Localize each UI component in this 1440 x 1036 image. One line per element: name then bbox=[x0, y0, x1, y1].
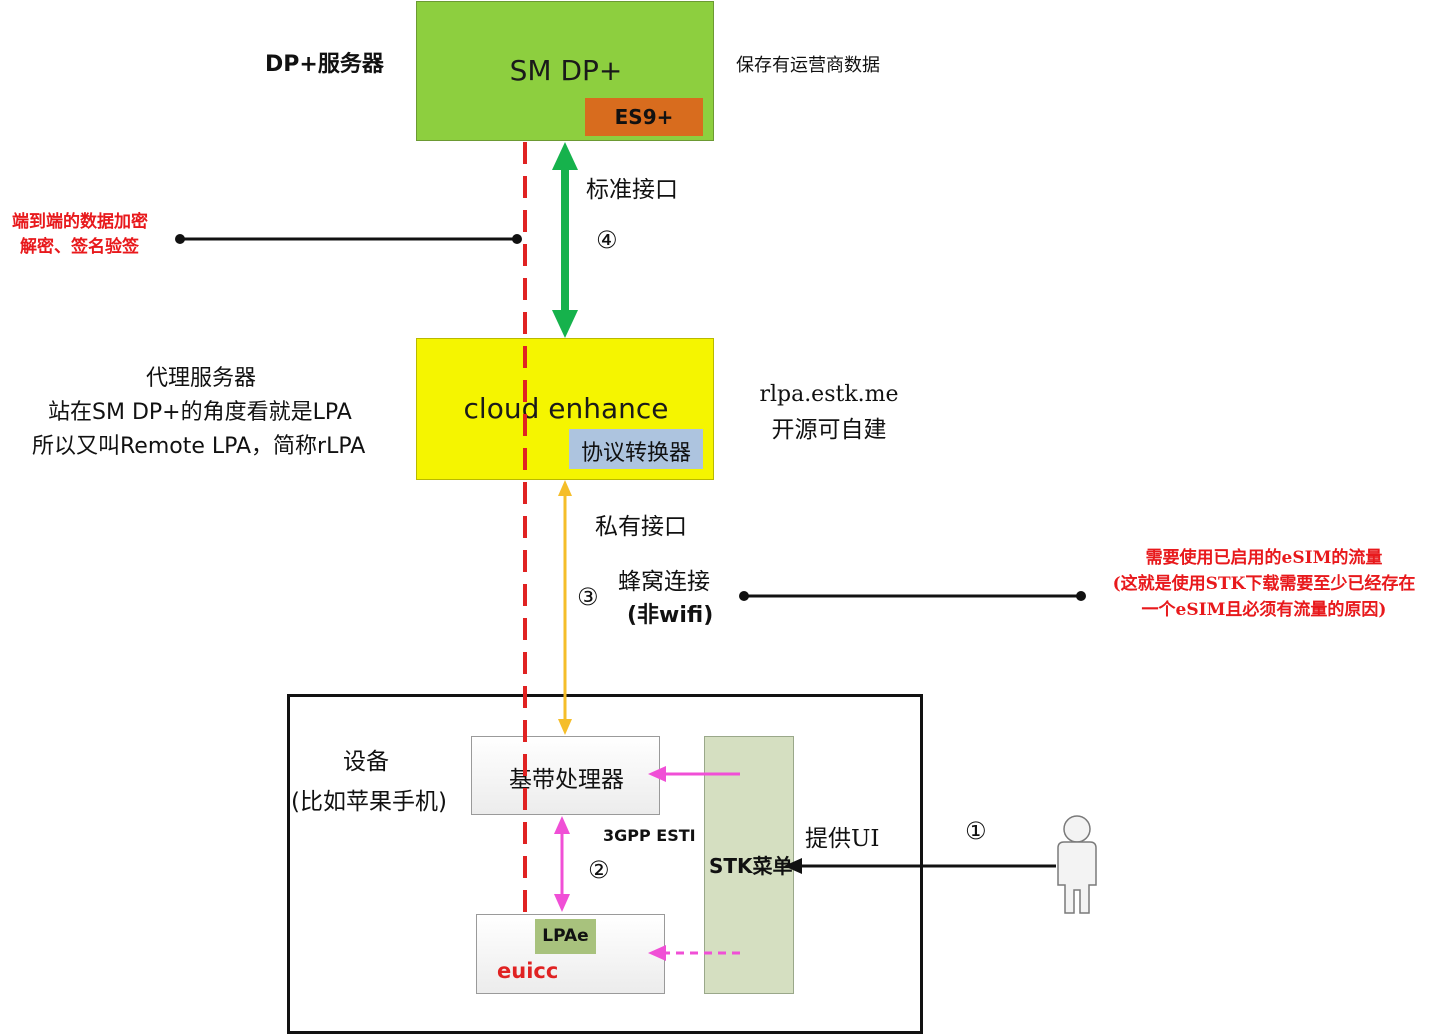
cloud-enhance-box: cloud enhance 协议转换器 bbox=[416, 338, 714, 480]
rlpa-site: rlpa.estk.me bbox=[759, 382, 899, 407]
private-interface-label: 私有接口 bbox=[595, 514, 687, 540]
lpae-label: LPAe bbox=[542, 926, 589, 946]
cloud-enhance-title: cloud enhance bbox=[463, 392, 669, 425]
step-3-marker: ③ bbox=[577, 583, 599, 611]
e2e-note-line1: 端到端的数据加密 bbox=[12, 212, 148, 232]
euicc-label: euicc bbox=[497, 959, 559, 983]
operator-data-note: 保存有运营商数据 bbox=[736, 55, 880, 76]
lpae-tag: LPAe bbox=[535, 919, 596, 954]
baseband-processor-box: 基带处理器 bbox=[471, 736, 660, 815]
user-icon bbox=[1057, 815, 1097, 914]
step-1-marker: ① bbox=[965, 817, 987, 845]
device-frame bbox=[287, 694, 923, 1034]
open-source-note: 开源可自建 bbox=[771, 417, 887, 443]
cellular-label-line2: (非wifi) bbox=[627, 603, 714, 628]
sm-dp-title: SM DP+ bbox=[509, 54, 623, 87]
dp-server-label: DP+服务器 bbox=[265, 52, 384, 77]
proxy-desc-line1: 代理服务器 bbox=[146, 366, 257, 391]
protocol-converter-tag: 协议转换器 bbox=[569, 429, 703, 469]
cellular-note-connector bbox=[739, 591, 1086, 601]
es9-tag: ES9+ bbox=[585, 98, 703, 136]
stk-menu-label: STK菜单 bbox=[709, 854, 793, 878]
proxy-desc-line3: 所以又叫Remote LPA，简称rLPA bbox=[32, 434, 366, 459]
3gpp-label: 3GPP ESTI bbox=[603, 826, 696, 845]
e2e-note-line2: 解密、签名验签 bbox=[20, 237, 139, 257]
cellular-note-line2: (这就是使用STK下载需要至少已经存在 bbox=[1112, 574, 1416, 594]
sm-dp-box: SM DP+ ES9+ bbox=[416, 1, 714, 141]
step-2-marker: ② bbox=[588, 856, 610, 884]
cellular-note-line3: 一个eSIM且必须有流量的原因) bbox=[1141, 600, 1387, 620]
euicc-box: LPAe euicc bbox=[476, 914, 665, 994]
es9-label: ES9+ bbox=[614, 105, 674, 129]
stk-menu-box bbox=[704, 736, 794, 994]
device-label-line2: (比如苹果手机) bbox=[291, 789, 447, 815]
device-label-line1: 设备 bbox=[343, 749, 389, 775]
proxy-desc-line2: 站在SM DP+的角度看就是LPA bbox=[48, 400, 352, 425]
standard-interface-label: 标准接口 bbox=[586, 177, 678, 203]
cellular-note-line1: 需要使用已启用的eSIM的流量 bbox=[1145, 548, 1383, 568]
standard-interface-arrow bbox=[552, 142, 578, 338]
step-4-marker: ④ bbox=[596, 226, 618, 254]
e2e-note-connector bbox=[175, 234, 522, 244]
protocol-converter-label: 协议转换器 bbox=[580, 441, 691, 466]
baseband-processor-label: 基带处理器 bbox=[509, 767, 624, 793]
provide-ui-label: 提供UI bbox=[805, 826, 880, 852]
cellular-label-line1: 蜂窝连接 bbox=[618, 569, 710, 595]
